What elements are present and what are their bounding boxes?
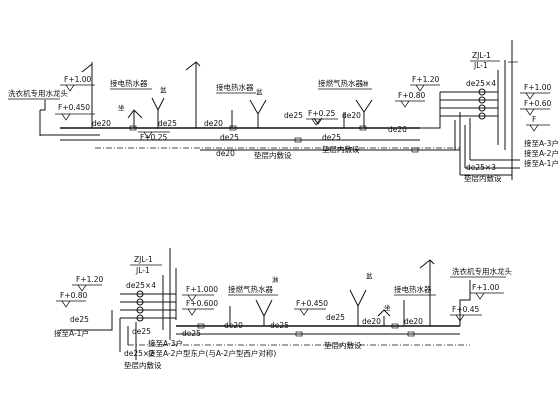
elev-f060-top: F+0.60 (524, 99, 552, 108)
zjl-bottom: ZJL-1 (134, 255, 153, 264)
seat-label-bottom: 坐 (384, 303, 391, 312)
elev-f080-top: F+0.80 (398, 91, 426, 100)
buried-b-top: 垫层内敷设 (322, 144, 360, 154)
de25x2-bottom: de25×2 (124, 349, 154, 358)
elev-f025-b: F+0.25 (308, 109, 336, 118)
de20-d: de20 (388, 125, 407, 134)
de25-bottom-e: de25 (326, 313, 345, 322)
de25-d: de25 (322, 133, 341, 142)
shower-label-top: 淋 (362, 79, 369, 88)
elev-f0450-top: F+0.450 (58, 103, 90, 112)
de25-bottom-b: de25 (132, 327, 151, 336)
elev-f0600-bottom: F+0.600 (186, 299, 218, 308)
top-diagram: 洗衣机专用水龙头 F+1.00 F+0.450 de20 de25 de20 d… (8, 40, 559, 183)
de25-c: de25 (284, 111, 303, 120)
de25-bottom-c: de25 (182, 329, 201, 338)
de25-bottom-a: de25 (70, 315, 89, 324)
elev-f1000-bottom: F+1.000 (186, 285, 218, 294)
basin-label-b: 盆 (256, 87, 263, 96)
de25x3-top: de25×3 (466, 163, 496, 172)
buried-riser-bottom: 垫层内敷设 (124, 360, 162, 370)
de25-a: de25 (158, 119, 177, 128)
de20-bottom-a: de20 (224, 321, 243, 330)
buried-a-top: 垫层内敷设 (254, 150, 292, 160)
buried-bottom: 垫层内敷设 (324, 340, 362, 350)
elec-heater-a: 接电热水器 (110, 78, 148, 88)
to-a1-bottom: 接至A-1户 (54, 328, 89, 338)
elev-f080-bottom: F+0.80 (60, 291, 88, 300)
seat-label-top: 坐 (118, 103, 125, 112)
elev-f0450-bottom: F+0.450 (296, 299, 328, 308)
de20-bottom-c: de20 (404, 317, 423, 326)
to-a3-bottom: 接至A-3户 (148, 338, 183, 348)
elev-f100-bottom: F+1.00 (472, 283, 500, 292)
zjl-top: ZJL-1 (472, 51, 491, 60)
de25x4-top: de25×4 (466, 79, 496, 88)
to-a2-top: 接至A-2户 (524, 148, 559, 158)
elev-f120-top: F+1.20 (412, 75, 440, 84)
de20-bottom-b: de20 (362, 317, 381, 326)
de25-b: de25 (220, 133, 239, 142)
basin-label-a: 盆 (160, 85, 167, 94)
de20-a: de20 (92, 119, 111, 128)
de20-b: de20 (204, 119, 223, 128)
elev-f100-riser: F+1.00 (524, 83, 552, 92)
to-a3-top: 接至A-3户 (524, 138, 559, 148)
valves-top (129, 125, 419, 153)
to-a2-east-bottom: 接至A-2户型东户(与A-2户型西户对称) (148, 348, 276, 358)
elec-heater-bottom: 接电热水器 (394, 284, 432, 294)
elev-f120-bottom: F+1.20 (76, 275, 104, 284)
elev-f025-a: F+0.25 (140, 133, 168, 142)
elev-f045-bottom: F+0.45 (452, 305, 480, 314)
basin-label-bottom: 盆 (366, 271, 373, 280)
jl-top: JL-1 (473, 61, 488, 70)
buried-riser-top: 垫层内敷设 (464, 173, 502, 183)
to-a1-top: 接至A-1户 (524, 158, 559, 168)
jl-bottom: JL-1 (135, 266, 150, 275)
de20-e: de20 (216, 149, 235, 158)
de25-bottom-d: de25 (270, 321, 289, 330)
gas-heater-bottom: 接燃气热水器 (228, 284, 273, 294)
shower-label-bottom: 淋 (272, 275, 279, 284)
washer-faucet-label-bottom: 洗衣机专用水龙头 (452, 266, 512, 276)
de25x4-bottom: de25×4 (126, 281, 156, 290)
elec-heater-b: 接电热水器 (216, 82, 254, 92)
valves-bottom (197, 323, 415, 337)
washer-faucet-label-top: 洗衣机专用水龙头 (8, 88, 68, 98)
elev-f-top: F (532, 115, 536, 124)
meter-stack-top (420, 88, 520, 176)
de20-c: de20 (342, 111, 361, 120)
elev-f100-top: F+1.00 (64, 75, 92, 84)
bottom-diagram: ZJL-1 JL-1 de25×4 F+1.20 F+0.80 F+1.000 … (54, 248, 512, 370)
gas-heater-top: 接燃气热水器 (318, 78, 363, 88)
